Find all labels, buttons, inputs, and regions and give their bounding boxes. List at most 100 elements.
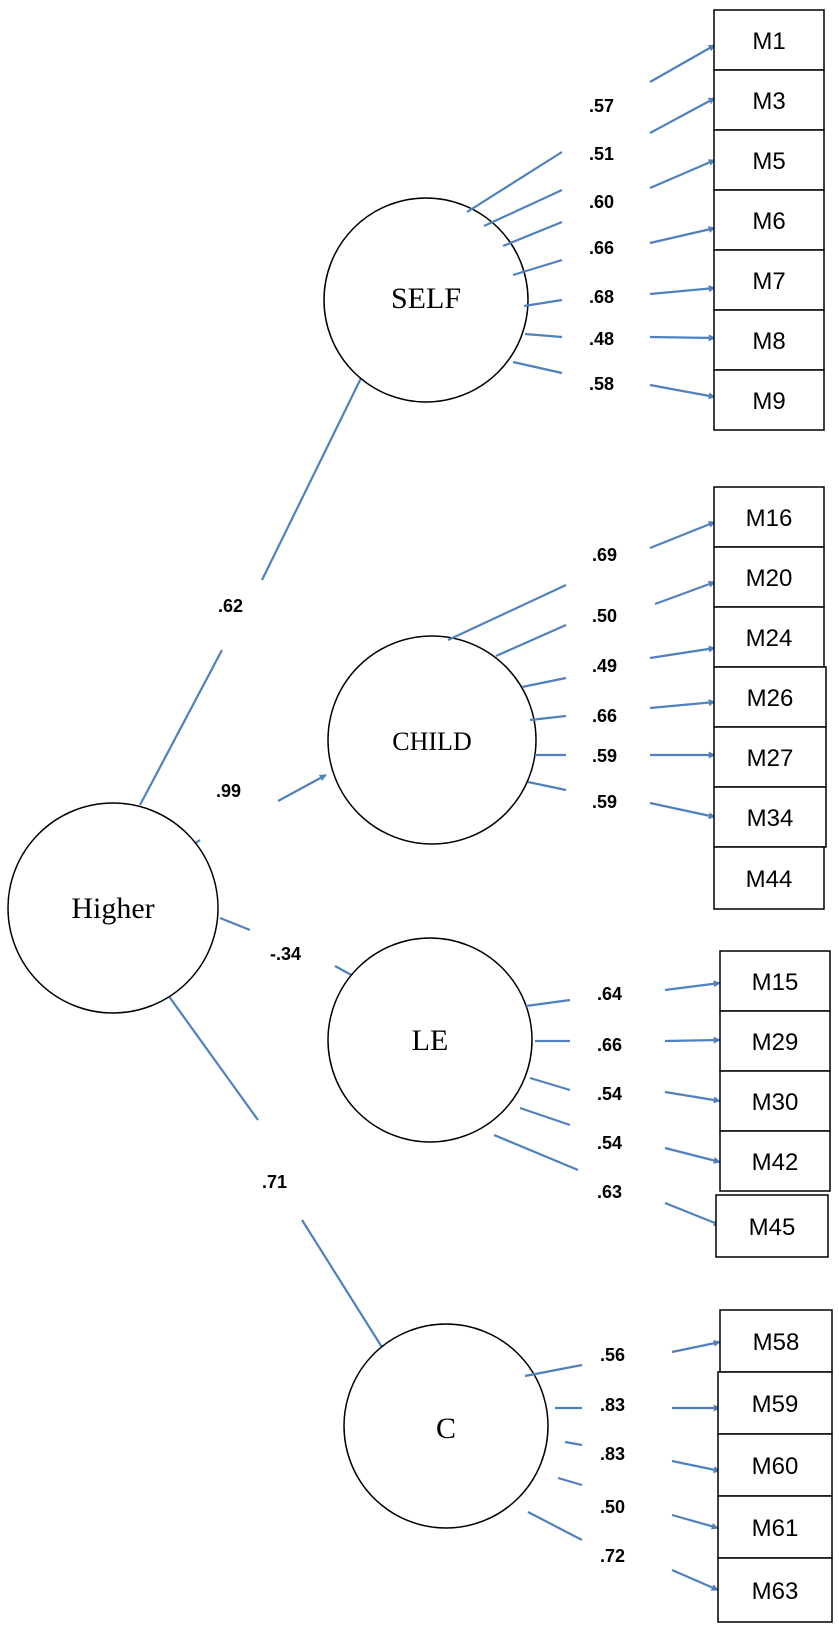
child-tail-m20: [495, 623, 567, 658]
c-arrow-m60: [671, 1459, 721, 1474]
item-box: M24: [713, 606, 825, 668]
le-coef-m42: .54: [597, 1133, 622, 1153]
svg-text:M60: M60: [752, 1453, 799, 1480]
le-tail-m45: [493, 1133, 579, 1172]
child-coef-m26: .66: [592, 706, 617, 726]
c-tail-m61: [557, 1476, 583, 1487]
higher-c-coef: .71: [262, 1172, 287, 1192]
le-arrow-m42: [664, 1146, 721, 1164]
item-box: M42: [719, 1130, 831, 1192]
child-coef-m27: .59: [592, 746, 617, 766]
le-tail-m15: [525, 998, 571, 1008]
higher-label: Higher: [71, 892, 154, 925]
svg-text:M6: M6: [752, 208, 785, 235]
svg-text:M58: M58: [753, 1329, 800, 1356]
self-tail-m3: [483, 189, 563, 227]
c-coef-m60: .83: [600, 1444, 625, 1464]
le-tail-m42: [519, 1106, 571, 1127]
item-box: M45: [715, 1194, 829, 1258]
child-label: CHILD: [392, 727, 471, 756]
svg-text:M8: M8: [752, 328, 785, 355]
svg-text:M7: M7: [752, 268, 785, 295]
self-arrow-m9: [649, 383, 716, 400]
self-coef-m7: .68: [589, 287, 614, 307]
le-coef-m30: .54: [597, 1084, 622, 1104]
le-node: LE: [327, 937, 533, 1143]
le-arrow-m30: [664, 1090, 721, 1104]
self-arrow-m6: [649, 226, 716, 245]
child-coef-m24: .49: [592, 656, 617, 676]
item-box: M61: [717, 1495, 833, 1559]
self-coef-m8: .48: [589, 329, 614, 349]
item-box: M6: [713, 189, 825, 251]
self-coef-m1: .57: [589, 96, 614, 116]
child-arrow-m26: [649, 699, 716, 710]
higher-self-coef: .62: [218, 596, 243, 616]
higher-to-self-arrow: [261, 369, 366, 581]
svg-text:M9: M9: [752, 388, 785, 415]
self-tail-m6: [512, 258, 563, 277]
le-arrow-m29: [664, 1036, 721, 1044]
self-node: SELF: [323, 197, 529, 403]
svg-text:M1: M1: [752, 28, 785, 55]
svg-text:M30: M30: [752, 1089, 799, 1116]
le-label: LE: [412, 1024, 449, 1057]
higher-to-child-arrow: [277, 774, 327, 802]
svg-text:M29: M29: [752, 1029, 799, 1056]
item-box: M16: [713, 486, 825, 548]
higher-to-self-tail: [139, 649, 223, 806]
item-box: M34: [713, 786, 827, 848]
svg-text:M27: M27: [747, 745, 794, 772]
le-arrow-m45: [664, 1201, 721, 1227]
c-group: .56 .83 .83 .50 .72 M58 M59 M60 M61 M63: [524, 1309, 833, 1623]
self-coef-m3: .51: [589, 144, 614, 164]
item-box: M3: [713, 69, 825, 131]
higher-factor-paths: .62 .99 -.34 .71: [139, 369, 391, 1361]
item-box: M29: [719, 1010, 831, 1072]
c-tail-m58: [524, 1363, 583, 1378]
item-box: M58: [719, 1309, 833, 1373]
le-coef-m45: .63: [597, 1182, 622, 1202]
child-coef-m34: .59: [592, 792, 617, 812]
child-group: .69 .50 .49 .66 .59 .59 M16 M20 M24 M26 …: [447, 486, 827, 910]
self-coef-m5: .60: [589, 192, 614, 212]
child-arrow-m20: [654, 580, 716, 606]
item-box: M30: [719, 1070, 831, 1132]
c-tail-m63: [527, 1511, 583, 1541]
self-arrow-m3: [649, 97, 716, 134]
svg-text:M42: M42: [752, 1149, 799, 1176]
svg-text:M5: M5: [752, 148, 785, 175]
self-tail-m7: [523, 298, 563, 308]
svg-text:M26: M26: [747, 685, 794, 712]
self-coef-m6: .66: [589, 238, 614, 258]
le-coef-m15: .64: [597, 984, 622, 1004]
self-coef-m9: .58: [589, 374, 614, 394]
c-coef-m61: .50: [600, 1497, 625, 1517]
higher-child-coef: .99: [216, 781, 241, 801]
svg-text:M61: M61: [752, 1515, 799, 1542]
svg-text:M34: M34: [747, 805, 794, 832]
svg-text:M3: M3: [752, 88, 785, 115]
child-node: CHILD: [327, 635, 537, 845]
c-node: C: [343, 1323, 549, 1529]
c-arrow-m63: [671, 1568, 719, 1592]
child-arrow-m24: [649, 645, 716, 660]
le-group: .64 .66 .54 .54 .63 M15 M29 M30 M42 M45: [493, 950, 831, 1258]
higher-to-c-tail: [167, 994, 259, 1121]
self-tail-m1: [466, 151, 563, 213]
child-arrow-m34: [649, 801, 716, 820]
self-tail-m9: [512, 360, 563, 375]
item-box: M44: [713, 846, 825, 910]
c-arrow-m58: [671, 1339, 721, 1354]
child-tail-m26: [529, 714, 567, 722]
self-arrow-m5: [649, 158, 716, 190]
higher-to-le-tail: [219, 916, 251, 932]
higher-le-coef: -.34: [270, 944, 301, 964]
item-box: M5: [713, 129, 825, 191]
c-label: C: [436, 1412, 456, 1445]
higher-to-c-arrow: [301, 1219, 391, 1361]
self-arrow-m7: [649, 285, 716, 296]
svg-text:M24: M24: [746, 625, 793, 652]
svg-text:M20: M20: [746, 565, 793, 592]
